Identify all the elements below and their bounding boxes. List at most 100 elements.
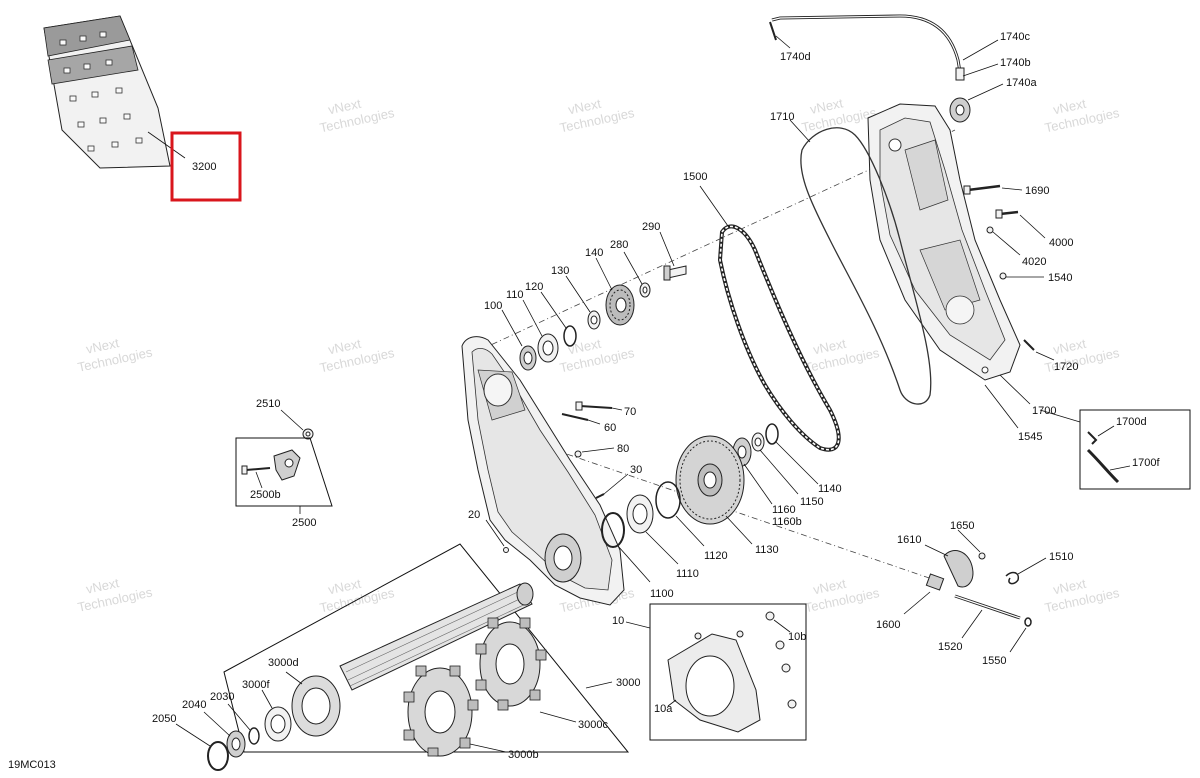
- callout-1700f[interactable]: 1700f: [1132, 457, 1160, 469]
- callout-10a[interactable]: 10a: [654, 703, 673, 715]
- bearing-2040[interactable]: [226, 730, 246, 758]
- callout-1160[interactable]: 1160: [772, 504, 796, 516]
- circlip-1140[interactable]: [765, 423, 779, 445]
- callout-1500[interactable]: 1500: [683, 171, 707, 183]
- callout-290[interactable]: 290: [642, 221, 660, 233]
- seal-1100[interactable]: [601, 512, 625, 548]
- washer-4020[interactable]: [986, 226, 994, 234]
- callout-2040[interactable]: 2040: [182, 699, 206, 711]
- callout-1140[interactable]: 1140: [818, 483, 842, 495]
- callout-110[interactable]: 110: [506, 289, 524, 301]
- drive-sprocket-3000c[interactable]: [475, 617, 547, 711]
- bearing-1110[interactable]: [626, 494, 654, 534]
- callout-1120[interactable]: 1120: [704, 550, 728, 562]
- rod-1520[interactable]: [954, 594, 1021, 620]
- nut-1600[interactable]: [925, 573, 945, 591]
- cable-1700f[interactable]: [1086, 448, 1120, 484]
- seal-2050[interactable]: [207, 741, 229, 771]
- callout-1700d[interactable]: 1700d: [1116, 416, 1147, 428]
- callout-2510[interactable]: 2510: [256, 398, 280, 410]
- pin-1510[interactable]: [1005, 571, 1020, 585]
- chaincase-cover-part[interactable]: [867, 103, 1021, 381]
- callout-3000d[interactable]: 3000d: [268, 657, 299, 669]
- callout-1110[interactable]: 1110: [676, 568, 699, 580]
- callout-80[interactable]: 80: [617, 443, 629, 455]
- ring-3000f[interactable]: [264, 706, 292, 742]
- callout-3000[interactable]: 3000: [616, 677, 640, 689]
- callout-1740c[interactable]: 1740c: [1000, 31, 1030, 43]
- chaincase-housing-part[interactable]: [461, 336, 625, 606]
- drive-sprocket-3000b[interactable]: [403, 665, 479, 757]
- pin-30[interactable]: [595, 493, 605, 499]
- bearing-110[interactable]: [537, 333, 559, 363]
- callout-1710[interactable]: 1710: [770, 111, 794, 123]
- bolt-70[interactable]: [575, 401, 613, 411]
- callout-1130[interactable]: 1130: [755, 544, 779, 556]
- callout-1160b[interactable]: 1160b: [772, 516, 802, 528]
- callout-60[interactable]: 60: [604, 422, 616, 434]
- callout-1510[interactable]: 1510: [1049, 551, 1073, 563]
- callout-1520[interactable]: 1520: [938, 641, 962, 653]
- callout-120[interactable]: 120: [525, 281, 543, 293]
- callout-1540[interactable]: 1540: [1048, 272, 1072, 284]
- chain-1500[interactable]: [717, 224, 841, 452]
- callout-1550[interactable]: 1550: [982, 655, 1006, 667]
- callout-130[interactable]: 130: [551, 265, 569, 277]
- circlip-120[interactable]: [563, 325, 577, 347]
- drive-axle-3000[interactable]: [339, 582, 534, 691]
- callout-1740b[interactable]: 1740b: [1000, 57, 1031, 69]
- callout-10b[interactable]: 10b: [788, 631, 806, 643]
- callout-10[interactable]: 10: [612, 615, 624, 627]
- adjuster-1610[interactable]: [943, 550, 974, 588]
- clip-1650[interactable]: [978, 552, 986, 560]
- callout-3000c[interactable]: 3000c: [578, 719, 608, 731]
- callout-280[interactable]: 280: [610, 239, 628, 251]
- callout-100[interactable]: 100: [484, 300, 502, 312]
- callout-1740d[interactable]: 1740d: [780, 51, 811, 63]
- gasket-1710[interactable]: [800, 127, 932, 405]
- washer-280[interactable]: [639, 282, 651, 298]
- bolt-1690[interactable]: [963, 184, 1001, 195]
- callout-1545[interactable]: 1545: [1018, 431, 1042, 443]
- callout-2030[interactable]: 2030: [210, 691, 234, 703]
- callout-3200[interactable]: 3200: [192, 161, 216, 173]
- callout-2500b[interactable]: 2500b: [250, 489, 281, 501]
- callout-30[interactable]: 30: [630, 464, 642, 476]
- callout-1720[interactable]: 1720: [1054, 361, 1078, 373]
- callout-140[interactable]: 140: [585, 247, 603, 259]
- bolt-290[interactable]: [663, 265, 687, 281]
- callout-1690[interactable]: 1690: [1025, 185, 1049, 197]
- circlip-2030[interactable]: [248, 727, 260, 745]
- gear-1130[interactable]: [675, 435, 745, 525]
- ring-1550[interactable]: [1024, 617, 1032, 627]
- gasket-plate-10a[interactable]: [667, 633, 761, 733]
- callout-2050[interactable]: 2050: [152, 713, 176, 725]
- clip-1700d[interactable]: [1087, 431, 1098, 445]
- callout-1610[interactable]: 1610: [897, 534, 921, 546]
- track-part[interactable]: [43, 15, 171, 169]
- dowel-20[interactable]: [503, 547, 509, 553]
- callout-1650[interactable]: 1650: [950, 520, 974, 532]
- nut-2510[interactable]: [302, 428, 314, 440]
- spacer-1150[interactable]: [751, 432, 765, 452]
- tensioner-plate-2500[interactable]: [273, 449, 301, 481]
- bolt-2500b[interactable]: [241, 465, 271, 475]
- bolt-4000[interactable]: [995, 209, 1019, 219]
- screw-1720[interactable]: [1023, 339, 1035, 351]
- callout-1740a[interactable]: 1740a: [1006, 77, 1037, 89]
- callout-1600[interactable]: 1600: [876, 619, 900, 631]
- plug-1540[interactable]: [999, 272, 1007, 280]
- spacer-130[interactable]: [587, 310, 601, 330]
- callout-70[interactable]: 70: [624, 406, 636, 418]
- vent-tube-part[interactable]: [769, 14, 971, 123]
- callout-20[interactable]: 20: [468, 509, 480, 521]
- callout-2500[interactable]: 2500: [292, 517, 316, 529]
- callout-3000f[interactable]: 3000f: [242, 679, 270, 691]
- circlip-1120[interactable]: [655, 481, 681, 519]
- bolt-60[interactable]: [561, 413, 589, 421]
- seal-100[interactable]: [519, 345, 537, 371]
- callout-4020[interactable]: 4020: [1022, 256, 1046, 268]
- callout-1150[interactable]: 1150: [800, 496, 824, 508]
- plug-80[interactable]: [574, 450, 582, 458]
- sprocket-140[interactable]: [605, 284, 635, 326]
